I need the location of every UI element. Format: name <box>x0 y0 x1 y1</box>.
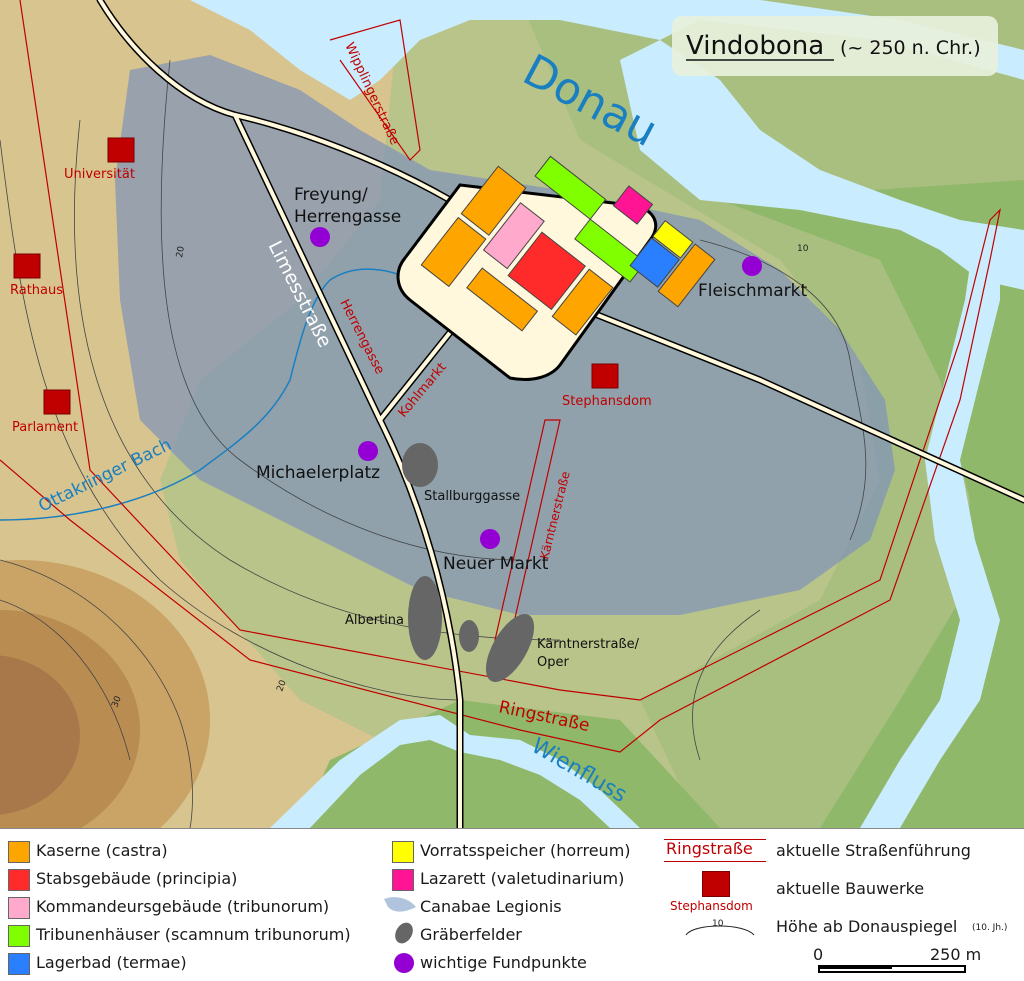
fund-fleischmarkt <box>742 256 762 276</box>
legend-stabsgebaeude: Stabsgebäude (principia) <box>36 869 238 888</box>
kommandeursgebaeude-building <box>482 202 545 270</box>
castrum-buildings <box>420 155 716 336</box>
wipplingerstrasse-outline <box>329 19 421 161</box>
fund-freyung <box>310 227 330 247</box>
legend-lazarett: Lazarett (valetudinarium) <box>420 869 625 888</box>
map-legend: Kaserne (castra) Stabsgebäude (principia… <box>0 828 1024 981</box>
kaserne-building-5 <box>466 267 539 332</box>
label-kaerntnerstrasse-oper-1: Kärntnerstraße/ <box>537 637 640 652</box>
rathaus-marker <box>13 253 41 279</box>
roman-roads-inner <box>98 0 1024 828</box>
tribunenhaeuser-building-1 <box>534 155 607 220</box>
fundpunkte <box>310 227 762 549</box>
label-parlament: Parlament <box>12 420 78 435</box>
label-herrengasse-find: Herrengasse <box>294 207 401 227</box>
legend-swatch-stabsgebaeude <box>8 869 30 891</box>
fund-michaelerplatz <box>358 441 378 461</box>
label-universitaet: Universität <box>64 167 135 182</box>
legend-ring-line-bottom <box>664 861 766 862</box>
stephansdom-marker <box>591 363 619 389</box>
map-title: Vindobona <box>686 31 824 61</box>
legend-contour-sample: 10 <box>712 919 724 929</box>
legend-ring-desc: aktuelle Straßenführung <box>776 841 971 860</box>
lagerbad-building <box>629 237 680 288</box>
contour-label-20-b: 20 <box>275 679 288 693</box>
legend-fund: wichtige Fundpunkte <box>420 953 587 972</box>
legend-kaserne: Kaserne (castra) <box>36 841 168 860</box>
hill-inner <box>0 655 80 815</box>
kaserne-building-1 <box>460 165 527 236</box>
vindobona-map: Vindobona (~ 250 n. Chr.) Donau Wienflus… <box>0 0 1024 828</box>
label-fleischmarkt: Fleischmarkt <box>698 281 807 301</box>
title-box <box>672 16 998 76</box>
legend-contour-icon <box>685 925 755 936</box>
stabsgebaeude-building <box>507 231 586 311</box>
grave-kaerntnerstrasse <box>485 614 535 682</box>
label-albertina: Albertina <box>345 613 404 628</box>
lazarett-building <box>612 185 654 225</box>
legend-swatch-lagerbad <box>8 953 30 975</box>
label-kaerntnerstrasse-oper-2: Oper <box>537 655 569 670</box>
legend-lagerbad: Lagerbad (termae) <box>36 953 187 972</box>
wienfluss-river <box>270 715 640 828</box>
label-freyung: Freyung/ <box>294 185 368 205</box>
legend-kommandeur: Kommandeursgebäude (tribunorum) <box>36 897 330 916</box>
legend-hoehe-note: (10. Jh.) <box>972 923 1008 933</box>
legend-bau-desc: aktuelle Bauwerke <box>776 879 925 898</box>
label-stephansdom: Stephansdom <box>562 394 652 409</box>
label-stallburggasse: Stallburggasse <box>424 489 520 504</box>
label-rathaus: Rathaus <box>10 283 63 298</box>
parlament-marker <box>43 389 71 415</box>
legend-swatch-tribunen <box>8 925 30 947</box>
map-subtitle: (~ 250 n. Chr.) <box>840 37 981 59</box>
contour-label-10: 10 <box>797 244 809 254</box>
legend-canabae-icon <box>384 897 416 912</box>
terrain-green-east <box>720 180 1024 828</box>
contour-label-20-a: 20 <box>175 245 187 258</box>
current-buildings <box>13 137 619 415</box>
label-neuer-markt: Neuer Markt <box>443 554 549 574</box>
legend-tribunen: Tribunenhäuser (scamnum tribunorum) <box>36 925 351 944</box>
legend-graeber: Gräberfelder <box>420 925 522 944</box>
ringstrasse-outline <box>0 0 1001 753</box>
legend-canabae: Canabae Legionis <box>420 897 562 916</box>
legend-vorrat: Vorratsspeicher (horreum) <box>420 841 631 860</box>
grave-stallburggasse <box>402 443 438 487</box>
vorratsspeicher-building <box>652 219 694 259</box>
kaserne-building-3 <box>551 268 614 336</box>
scale-zero-label: 0 <box>813 945 824 964</box>
universitaet-marker <box>107 137 135 163</box>
legend-hoehe-desc: Höhe ab Donauspiegel <box>776 917 958 936</box>
legend-swatch-kommandeur <box>8 897 30 919</box>
legend-ring-sample: Ringstraße <box>666 839 753 858</box>
legend-bauwerk-icon <box>702 871 730 897</box>
label-michaelerplatz: Michaelerplatz <box>256 463 380 483</box>
kaserne-building-4 <box>657 243 716 308</box>
legend-swatch-vorrat <box>392 841 414 863</box>
scale-bar <box>818 965 966 973</box>
kaserne-building-2 <box>420 216 487 288</box>
legend-ring-line-top <box>664 839 766 840</box>
donau-island <box>560 0 1024 50</box>
ottakringer-bach-stream <box>0 268 431 521</box>
legend-swatch-lazarett <box>392 869 414 891</box>
legend-graeber-icon <box>395 922 413 944</box>
legend-bau-sample: Stephansdom <box>670 899 753 913</box>
scale-bar-fill <box>818 965 892 969</box>
legend-fund-icon <box>394 953 414 973</box>
contour-label-30: 30 <box>110 695 123 709</box>
fund-neuer-markt <box>480 529 500 549</box>
scale-end-label: 250 m <box>930 945 982 964</box>
grave-albertina-2 <box>459 620 479 652</box>
graeberfelder <box>402 443 535 682</box>
grave-albertina-1 <box>408 576 442 660</box>
legend-swatch-kaserne <box>8 841 30 863</box>
